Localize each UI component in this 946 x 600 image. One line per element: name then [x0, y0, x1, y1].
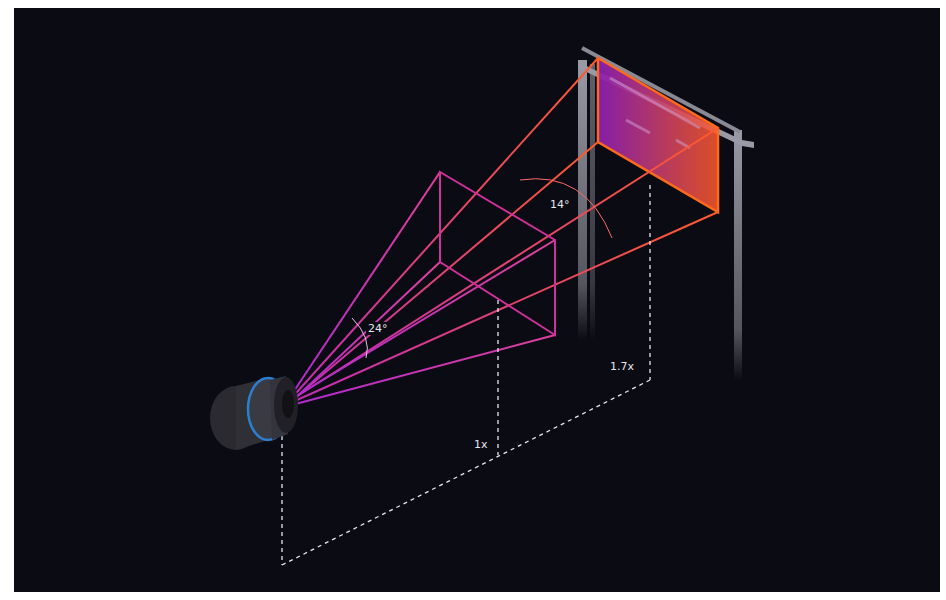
angle-arc-14	[520, 179, 612, 238]
gantry-through-screen	[610, 78, 700, 148]
illustration-part	[626, 120, 650, 133]
illustration-part	[288, 58, 598, 402]
dimension-label: 24°	[366, 322, 390, 335]
illustration-part	[274, 377, 298, 433]
illustration-part	[734, 130, 742, 380]
far-rays	[288, 58, 718, 404]
far-view-plane	[598, 58, 718, 212]
illustration-part	[288, 240, 555, 401]
illustration-part	[282, 390, 294, 418]
dimension-label: 1.7x	[608, 360, 636, 373]
illustration-part	[288, 128, 718, 402]
illustration-part	[288, 262, 440, 405]
near-rays	[288, 172, 555, 406]
illustration-part	[578, 60, 587, 340]
illustration-part	[497, 300, 498, 455]
illustration-part	[288, 172, 440, 400]
illustration-part	[281, 428, 282, 565]
illustration-part	[282, 380, 650, 565]
background	[14, 8, 940, 592]
dimension-label: 1x	[472, 438, 490, 451]
camera-lens	[210, 376, 298, 450]
illustration-part	[610, 78, 700, 128]
dimension-label: 14°	[548, 198, 572, 211]
illustration-part	[649, 185, 650, 380]
dimension-lines	[282, 185, 650, 565]
gantry-frame	[578, 48, 754, 380]
illustration-part	[288, 335, 555, 406]
illustration-part	[288, 212, 718, 404]
